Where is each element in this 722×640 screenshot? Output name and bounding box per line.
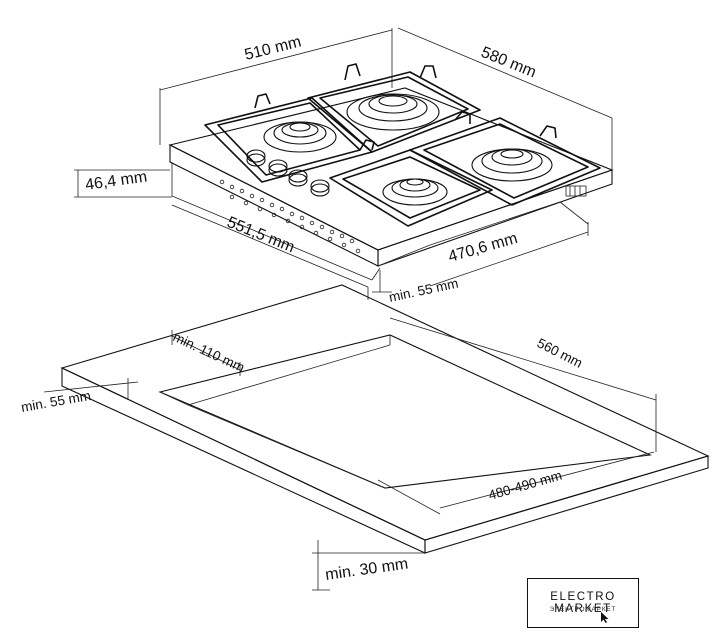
worktop-cutout-drawing [43,284,710,591]
burners [263,93,553,206]
label-body-depth: 470,6 mm [446,230,519,266]
control-knobs [246,149,330,197]
label-width: 510 mm [243,33,303,63]
burner-right [471,148,553,182]
gas-connector [565,185,587,197]
label-depth: 580 mm [479,44,539,81]
label-cutout-width: 480-490 mm [487,468,564,503]
label-height: 46,4 mm [84,168,148,193]
pan-supports [204,63,601,227]
cutout-dimension-lines [43,317,657,591]
ventilation-holes [219,179,361,254]
gas-hob-drawing [74,27,614,300]
hob-dimension-lines [74,27,613,300]
cursor-icon [601,612,609,623]
control-knob [288,169,308,187]
burner-left [263,121,337,153]
label-cutout-depth: 560 mm [535,335,585,371]
label-worktop-thickness: min. 30 mm [324,555,409,583]
burner-rear-large [346,93,440,131]
logo-brand-text: ELECTRO MARKET [550,591,616,615]
label-side-clearance: min. 55 mm [20,388,92,415]
label-front-clearance: min. 110 mm [171,329,247,375]
electro-market-logo: ELECTRO MARKET ЭЛЕКТРОМАРКЕТ [527,578,639,628]
control-knob [310,179,330,197]
logo-subline-text: ЭЛЕКТРОМАРКЕТ [549,606,617,613]
label-rear-clearance: min. 55 mm [388,276,460,305]
burner-front-small [382,178,448,206]
